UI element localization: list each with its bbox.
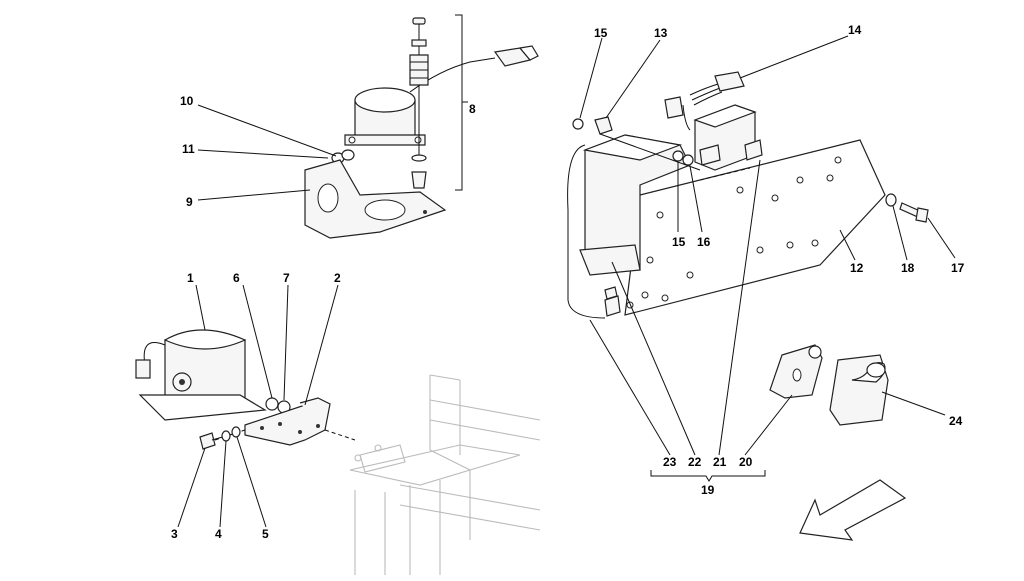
key-pouch-24 — [829, 354, 889, 426]
group-brace-19 — [650, 470, 766, 482]
callout-15-mid: 15 — [672, 235, 686, 249]
bolt-17-18 — [885, 193, 929, 223]
bracket-8-brace — [455, 14, 468, 191]
harness-14 — [664, 71, 745, 131]
screw-stack — [409, 17, 429, 189]
callout-13: 13 — [654, 26, 668, 40]
remote-key-20 — [769, 344, 823, 399]
callout-1: 1 — [187, 271, 194, 285]
mounting-plate-12 — [624, 139, 886, 316]
direction-arrow — [799, 479, 907, 541]
callout-5: 5 — [262, 527, 269, 541]
callout-14: 14 — [848, 23, 862, 37]
bracket-9 — [304, 159, 447, 239]
callout-12: 12 — [850, 261, 864, 275]
washers-6-7 — [265, 397, 291, 414]
callout-15-top: 15 — [594, 26, 608, 40]
bolt-3-4-5 — [199, 426, 241, 450]
callout-11: 11 — [182, 142, 195, 156]
module-21 — [693, 104, 763, 181]
callout-18: 18 — [901, 261, 915, 275]
callout-8: 8 — [469, 102, 476, 116]
callout-19: 19 — [701, 483, 715, 497]
callout-10: 10 — [180, 94, 194, 108]
callout-23: 23 — [663, 455, 677, 469]
siren-motor — [344, 45, 539, 146]
callouts: 1 6 7 2 3 4 5 10 11 9 8 15 13 14 15 16 1… — [171, 23, 965, 541]
vehicle-frame-ghost — [349, 374, 541, 575]
siren-unit-1 — [135, 329, 267, 421]
callout-16: 16 — [697, 235, 711, 249]
callout-3: 3 — [171, 527, 178, 541]
antenna-23 — [567, 144, 621, 319]
callout-21: 21 — [713, 455, 727, 469]
clip-13-15 — [572, 116, 694, 166]
bracket-2 — [244, 397, 331, 446]
callout-17: 17 — [951, 261, 965, 275]
leader-lines — [177, 35, 956, 528]
callout-7: 7 — [283, 271, 290, 285]
callout-22: 22 — [688, 455, 702, 469]
callout-9: 9 — [186, 195, 193, 209]
callout-4: 4 — [215, 527, 222, 541]
callout-6: 6 — [233, 271, 240, 285]
callout-24: 24 — [949, 414, 963, 428]
callout-20: 20 — [739, 455, 753, 469]
callout-2: 2 — [334, 271, 341, 285]
